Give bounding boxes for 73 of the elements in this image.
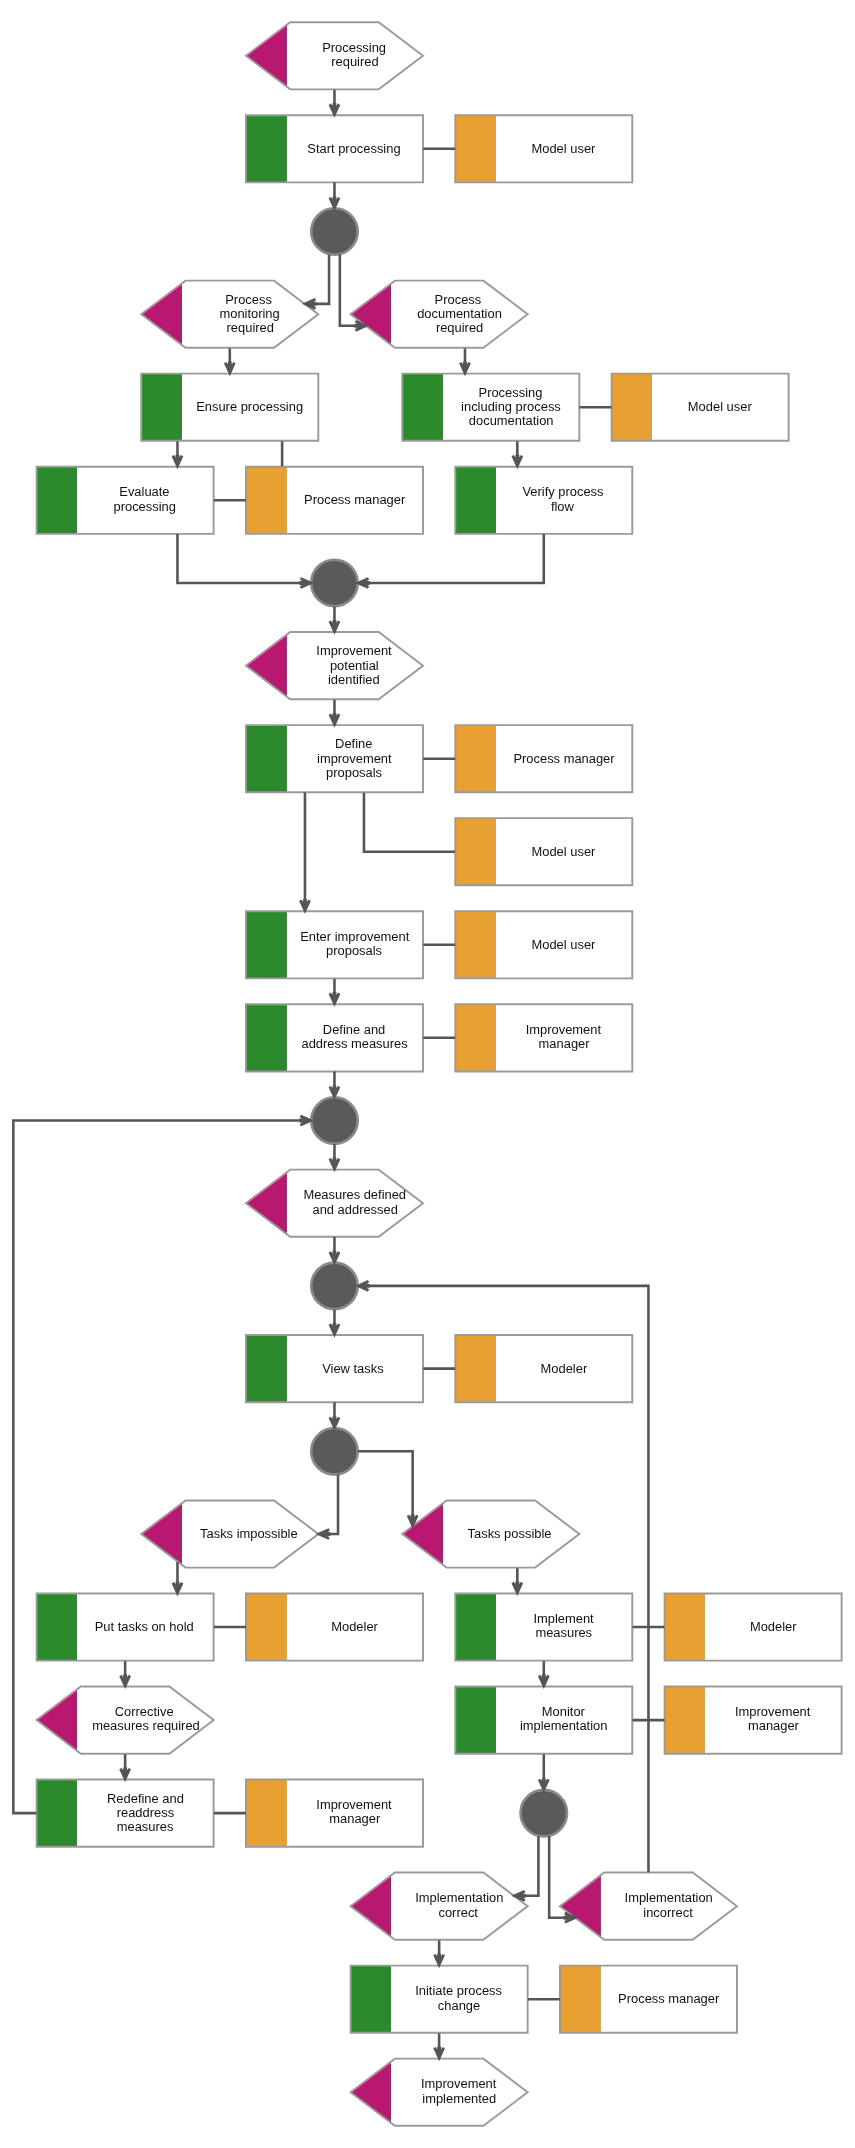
node-box: Start processing — [245, 114, 424, 184]
arrow — [328, 978, 341, 1005]
node-box: Model user — [610, 372, 790, 442]
node-box: Evaluate processing — [35, 465, 215, 535]
node-box: Improvement manager — [245, 1778, 424, 1848]
connector — [213, 498, 246, 502]
node-box: Improvement manager — [663, 1685, 843, 1755]
connector — [280, 441, 284, 467]
arrow — [357, 1450, 419, 1528]
connector — [632, 1718, 665, 1722]
node-box: Modeler — [454, 1334, 634, 1404]
node-box: Model user — [454, 910, 634, 980]
arrow — [328, 89, 341, 116]
arrow — [328, 699, 341, 726]
arrow — [328, 1309, 341, 1336]
arrow — [513, 1836, 540, 1902]
connector — [213, 1625, 246, 1629]
arrow — [171, 1561, 184, 1595]
arrow — [299, 792, 311, 912]
connector — [423, 147, 456, 151]
arrow — [328, 1144, 341, 1171]
node-circle — [309, 558, 359, 608]
arrow — [328, 606, 341, 633]
node-circle — [309, 1095, 359, 1146]
node-box: Ensure processing — [140, 372, 320, 442]
node-circle — [309, 206, 359, 257]
connector — [213, 1811, 246, 1815]
node-circle — [309, 1261, 359, 1311]
connector — [632, 1625, 665, 1629]
connector — [423, 943, 456, 947]
node-box: Model user — [454, 817, 634, 887]
arrow — [303, 254, 331, 310]
node-box: Enter improvement proposals — [245, 910, 424, 980]
arrow — [171, 441, 184, 468]
arrow — [356, 1280, 650, 1873]
connector — [423, 1367, 456, 1370]
node-box: Redefine and readdress measures — [35, 1778, 215, 1848]
node-box: View tasks — [245, 1334, 424, 1404]
connector — [362, 792, 455, 854]
arrow — [328, 1236, 341, 1264]
node-box: Define and address measures — [245, 1003, 424, 1073]
node-box: Define improvement proposals — [245, 724, 424, 794]
arrow — [511, 441, 524, 468]
arrow — [12, 1114, 313, 1815]
node-box: Modeler — [663, 1592, 843, 1662]
connector — [423, 1036, 456, 1040]
node-box: Process manager — [559, 1964, 738, 2034]
arrow — [176, 533, 313, 589]
node-box: Monitor implementation — [454, 1685, 634, 1755]
node-box: Implement measures — [454, 1592, 634, 1662]
arrow — [338, 254, 368, 332]
node-box: Verify process flow — [454, 465, 634, 535]
node-box: Process manager — [454, 724, 634, 794]
arrow — [356, 533, 546, 589]
node-box: Modeler — [245, 1592, 424, 1662]
node-circle — [519, 1788, 569, 1838]
node-box: Processing including process documentation — [401, 372, 581, 442]
arrow — [328, 1071, 341, 1099]
arrow — [547, 1835, 577, 1924]
arrow — [537, 1754, 550, 1792]
node-box: Process manager — [245, 465, 424, 535]
node-box: Initiate process change — [349, 1964, 529, 2034]
arrow — [328, 182, 341, 210]
connector — [423, 757, 456, 760]
arrow — [317, 1474, 340, 1540]
connector — [579, 405, 612, 409]
connector — [527, 1997, 560, 2001]
node-box: Improvement manager — [454, 1003, 634, 1073]
node-box: Model user — [454, 114, 634, 184]
node-circle — [309, 1426, 359, 1476]
arrow — [328, 1402, 341, 1430]
arrow — [511, 1568, 524, 1595]
node-box: Put tasks on hold — [35, 1592, 215, 1662]
